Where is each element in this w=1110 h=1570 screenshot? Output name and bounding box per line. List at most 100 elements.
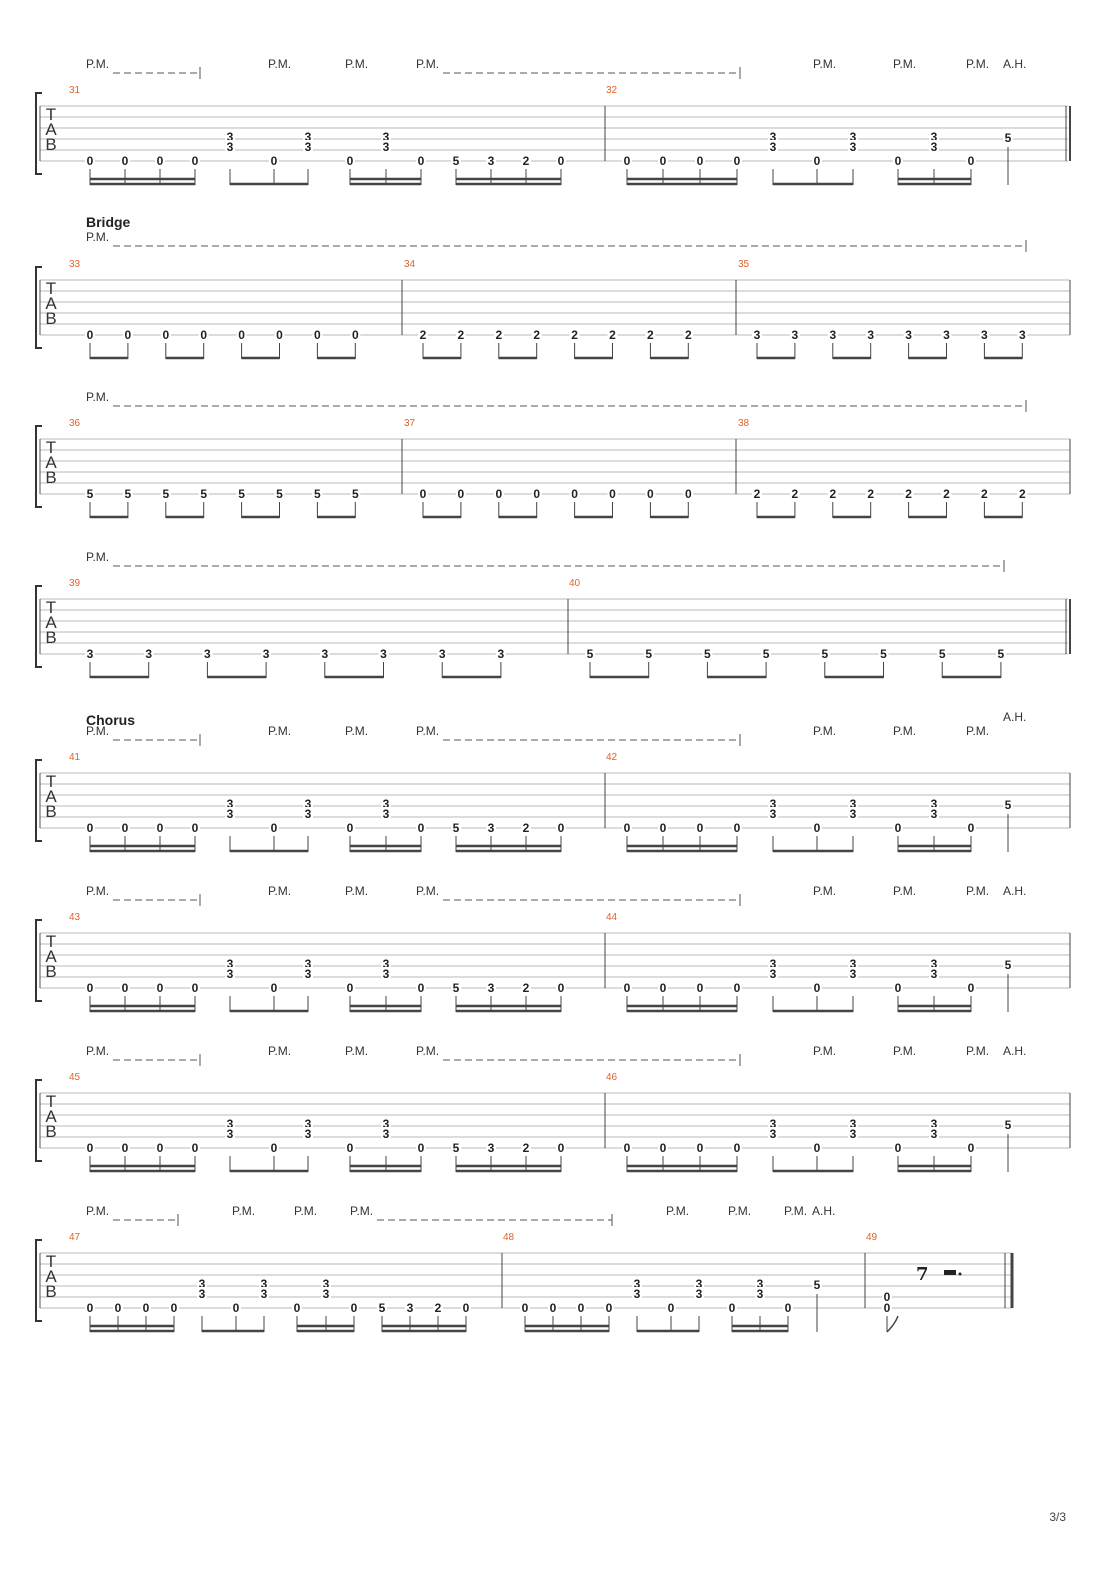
fret-number: 3 bbox=[931, 130, 938, 144]
fret-number: 0 bbox=[533, 487, 540, 501]
fret-bg bbox=[979, 328, 990, 340]
fret-number: 3 bbox=[199, 1287, 206, 1301]
fret-number: 3 bbox=[383, 1117, 390, 1131]
palm-mute-label: P.M. bbox=[813, 1044, 836, 1058]
palm-mute-label: P.M. bbox=[268, 57, 291, 71]
fret-number: 3 bbox=[757, 1277, 764, 1291]
palm-mute-label: P.M. bbox=[966, 884, 989, 898]
fret-bg bbox=[812, 154, 822, 166]
fret-number: 0 bbox=[968, 154, 975, 168]
fret-bg bbox=[941, 328, 952, 340]
fret-bg bbox=[695, 981, 705, 993]
fret-bg bbox=[893, 821, 903, 833]
fret-number: 3 bbox=[383, 967, 390, 981]
fret-number: 5 bbox=[814, 1278, 821, 1292]
fret-bg bbox=[455, 487, 466, 499]
fret-number: 3 bbox=[634, 1277, 641, 1291]
fret-bg bbox=[381, 797, 391, 809]
fret-number: 0 bbox=[122, 821, 129, 835]
fret-number: 3 bbox=[305, 130, 312, 144]
fret-bg bbox=[848, 140, 858, 152]
fret-number: 3 bbox=[931, 807, 938, 821]
fret-bg bbox=[85, 154, 95, 166]
fret-number: 3 bbox=[227, 797, 234, 811]
fret-bg bbox=[321, 1277, 331, 1289]
fret-number: 5 bbox=[276, 487, 283, 501]
system-bracket bbox=[35, 759, 42, 842]
fret-bg bbox=[381, 1127, 391, 1139]
fret-number: 0 bbox=[347, 821, 354, 835]
fret-bg bbox=[966, 154, 976, 166]
half-rest bbox=[944, 1270, 956, 1275]
tab-clef-letter: A bbox=[45, 1267, 57, 1286]
fret-number: 3 bbox=[488, 821, 495, 835]
fret-bg bbox=[903, 487, 914, 499]
fret-number: 0 bbox=[271, 821, 278, 835]
fret-bg bbox=[521, 981, 531, 993]
fret-number: 5 bbox=[821, 647, 828, 661]
fret-bg bbox=[225, 140, 235, 152]
fret-number: 0 bbox=[157, 981, 164, 995]
measure-number: 48 bbox=[503, 1232, 515, 1243]
fret-number: 2 bbox=[523, 1141, 530, 1155]
fret-number: 3 bbox=[87, 647, 94, 661]
fret-number: 0 bbox=[895, 821, 902, 835]
fret-bg bbox=[819, 647, 830, 659]
tab-clef-letter: B bbox=[45, 1122, 56, 1141]
fret-number: 2 bbox=[435, 1301, 442, 1315]
fret-bg bbox=[520, 1301, 530, 1313]
fret-bg bbox=[225, 1117, 235, 1129]
fret-number: 3 bbox=[770, 967, 777, 981]
fret-bg bbox=[848, 1127, 858, 1139]
fret-bg bbox=[521, 1141, 531, 1153]
fret-number: 2 bbox=[609, 328, 616, 342]
fret-number: 0 bbox=[157, 821, 164, 835]
fret-number: 3 bbox=[867, 328, 874, 342]
fret-number: 3 bbox=[634, 1287, 641, 1301]
fret-bg bbox=[350, 328, 361, 340]
tab-clef-letter: A bbox=[45, 453, 57, 472]
fret-bg bbox=[120, 981, 130, 993]
fret-number: 0 bbox=[347, 981, 354, 995]
measure-number: 44 bbox=[606, 912, 618, 923]
fret-number: 0 bbox=[647, 487, 654, 501]
fret-bg bbox=[893, 981, 903, 993]
measure-number: 43 bbox=[69, 912, 81, 923]
fret-bg bbox=[225, 1127, 235, 1139]
fret-number: 3 bbox=[1019, 328, 1026, 342]
fret-bg bbox=[1017, 328, 1028, 340]
fret-number: 0 bbox=[87, 981, 94, 995]
system-bracket bbox=[35, 919, 42, 1002]
harmonic-label: A.H. bbox=[1003, 884, 1026, 898]
fret-number: 0 bbox=[624, 821, 631, 835]
fret-number: 0 bbox=[192, 1141, 199, 1155]
fret-bg bbox=[966, 821, 976, 833]
fret-number: 5 bbox=[1005, 1118, 1012, 1132]
fret-bg bbox=[303, 1127, 313, 1139]
fret-bg bbox=[878, 647, 889, 659]
fret-number: 3 bbox=[488, 1141, 495, 1155]
fret-number: 3 bbox=[305, 1127, 312, 1141]
tab-clef-letter: B bbox=[45, 628, 56, 647]
fret-number: 0 bbox=[895, 981, 902, 995]
tab-clef-letter: T bbox=[46, 438, 56, 457]
fret-bg bbox=[405, 1301, 415, 1313]
fret-number: 0 bbox=[463, 1301, 470, 1315]
fret-number: 3 bbox=[488, 154, 495, 168]
fret-number: 3 bbox=[383, 1127, 390, 1141]
fret-bg bbox=[236, 328, 247, 340]
fret-number: 0 bbox=[171, 1301, 178, 1315]
fret-number: 0 bbox=[624, 981, 631, 995]
fret-number: 0 bbox=[660, 981, 667, 995]
tab-clef-letter: T bbox=[46, 598, 56, 617]
fret-bg bbox=[732, 154, 742, 166]
fret-bg bbox=[755, 1287, 765, 1299]
fret-number: 0 bbox=[115, 1301, 122, 1315]
fret-number: 0 bbox=[87, 154, 94, 168]
fret-bg bbox=[416, 981, 426, 993]
fret-bg bbox=[865, 487, 876, 499]
fret-bg bbox=[303, 1117, 313, 1129]
fret-number: 3 bbox=[383, 797, 390, 811]
tab-clef-letter: T bbox=[46, 932, 56, 951]
fret-bg bbox=[312, 487, 323, 499]
